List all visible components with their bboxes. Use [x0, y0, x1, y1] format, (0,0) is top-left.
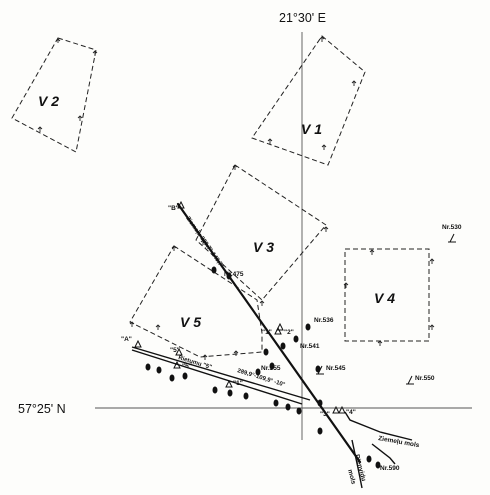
buoy-550-label: Nr.550 — [415, 375, 435, 382]
marker-triangles — [134, 200, 346, 414]
marker-1b: "1" — [233, 380, 243, 387]
marker-3: "3" — [320, 411, 330, 418]
zone-v3-outline — [195, 164, 327, 301]
zone-v1-outline — [251, 35, 366, 166]
south-mole-label-2: mols — [346, 469, 357, 486]
buoy-530-label: Nr.530 — [442, 224, 462, 231]
route-west-line — [131, 346, 311, 401]
zone-v5-label: V 5 — [180, 314, 201, 330]
buoy-545-label: Nr.545 — [326, 365, 346, 372]
buoy-475-label: Nr.475 — [224, 271, 244, 278]
meridian-label: 21°30' E — [279, 11, 326, 25]
zone-corner-buoys — [37, 36, 435, 360]
marker-5: "5" — [182, 363, 192, 370]
route-west-line-2 — [131, 349, 303, 405]
marker-1: "1" — [262, 329, 272, 336]
marker-4: "4" — [346, 409, 356, 416]
parallel-label: 57°25' N — [18, 402, 66, 416]
isolated-buoy-icons — [316, 233, 456, 385]
buoy-555-label: Nr.555 — [261, 365, 281, 372]
marker-b: "B" — [168, 205, 179, 212]
zone-v2-label: V 2 — [38, 93, 59, 109]
marker-5-left: "5" — [170, 347, 180, 354]
marker-a: "A" — [121, 336, 132, 343]
route-north-line — [176, 202, 362, 464]
zone-v4-outline — [344, 248, 430, 342]
marker-2: "2" — [284, 329, 294, 336]
buoy-590-label: Nr.590 — [380, 465, 400, 472]
zone-v1-label: V 1 — [301, 121, 322, 137]
buoy-536-label: Nr.536 — [314, 317, 334, 324]
north-mole — [344, 411, 413, 441]
zone-v3-label: V 3 — [253, 239, 274, 255]
buoy-541-label: Nr.541 — [300, 343, 320, 350]
zone-v5-outline — [129, 245, 263, 358]
south-mole — [351, 439, 363, 489]
zone-v4-label: V 4 — [374, 290, 395, 306]
zone-v2-outline — [11, 37, 97, 153]
route-buoys — [145, 266, 381, 469]
inner-mole — [371, 443, 396, 465]
